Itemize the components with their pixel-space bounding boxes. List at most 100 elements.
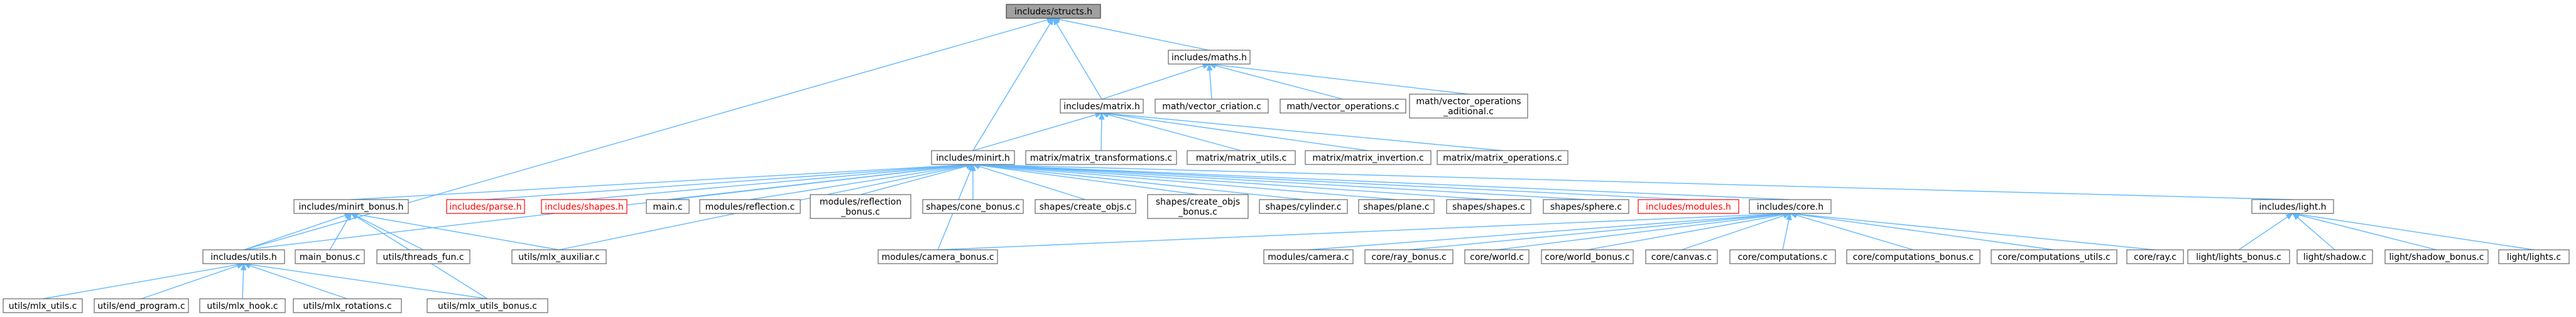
file-node-threads-fun[interactable]: utils/threads_fun.c	[376, 249, 470, 264]
dependency-edge	[1099, 112, 1105, 151]
node-box	[1358, 199, 1435, 214]
file-node-mlx-rotations[interactable]: utils/mlx_rotations.c	[293, 298, 402, 313]
file-node-world[interactable]: core/world.c	[1464, 249, 1530, 264]
node-label: core/world.c	[1470, 252, 1524, 262]
file-node-main[interactable]: main.c	[646, 199, 690, 214]
node-label: modules/camera.c	[1268, 252, 1349, 262]
file-node-mlx-utils[interactable]: utils/mlx_utils.c	[3, 298, 83, 313]
file-node-reflection-bonus[interactable]: modules/reflection_bonus.c	[810, 194, 911, 219]
node-box	[2498, 249, 2570, 264]
dependency-edge	[972, 112, 1103, 151]
node-label: matrix/matrix_operations.c	[1443, 153, 1562, 163]
file-node-mat-trans[interactable]: matrix/matrix_transformations.c	[1025, 150, 1177, 165]
node-label: modules/reflection.c	[705, 202, 795, 212]
node-box	[810, 194, 911, 219]
node-box	[1846, 249, 1981, 264]
node-label: light/shadow_bonus.c	[2389, 252, 2484, 262]
file-node-light-h[interactable]: includes/light.h	[2251, 199, 2334, 214]
node-label: includes/maths.h	[1171, 53, 1247, 63]
file-node-parse[interactable]: includes/parse.h	[446, 199, 525, 214]
node-label: core/canvas.c	[1651, 252, 1712, 262]
file-node-core-h[interactable]: includes/core.h	[1749, 199, 1832, 214]
node-label: shapes/create_objs	[1156, 197, 1240, 207]
file-node-cone-bonus[interactable]: shapes/cone_bonus.c	[922, 199, 1024, 214]
node-box	[1259, 199, 1348, 214]
node-box	[1543, 199, 1629, 214]
file-node-ray[interactable]: core/ray.c	[2126, 249, 2184, 264]
file-node-main-bonus[interactable]: main_bonus.c	[295, 249, 365, 264]
node-box	[1446, 199, 1531, 214]
node-box	[293, 298, 402, 313]
file-node-computations-utils[interactable]: core/computations_utils.c	[1991, 249, 2117, 264]
file-node-mat-ops[interactable]: matrix/matrix_operations.c	[1437, 150, 1568, 165]
node-label: _bonus.c	[1178, 207, 1217, 217]
node-label: core/computations_bonus.c	[1853, 252, 1974, 262]
file-node-create-objs-bonus[interactable]: shapes/create_objs_bonus.c	[1147, 194, 1249, 219]
file-node-vec-criation[interactable]: math/vector_criation.c	[1155, 99, 1269, 114]
file-node-minirt[interactable]: includes/minirt.h	[931, 150, 1015, 165]
node-label: includes/utils.h	[210, 252, 277, 262]
file-node-plane[interactable]: shapes/plane.c	[1358, 199, 1435, 214]
file-node-lights[interactable]: light/lights.c	[2498, 249, 2570, 264]
node-label: includes/modules.h	[1646, 202, 1731, 212]
file-node-world-bonus[interactable]: core/world_bonus.c	[1541, 249, 1634, 264]
node-label: shapes/plane.c	[1363, 202, 1429, 212]
file-node-modules-h[interactable]: includes/modules.h	[1638, 199, 1739, 214]
file-node-mlx-hook[interactable]: utils/mlx_hook.c	[199, 298, 286, 313]
node-label: main_bonus.c	[300, 252, 361, 262]
file-node-reflection[interactable]: modules/reflection.c	[699, 199, 801, 214]
file-node-computations-bonus[interactable]: core/computations_bonus.c	[1846, 249, 1981, 264]
file-node-shapes-c[interactable]: shapes/shapes.c	[1446, 199, 1531, 214]
node-label: includes/shapes.h	[545, 202, 624, 212]
file-node-shapes-h[interactable]: includes/shapes.h	[541, 199, 628, 214]
file-node-mat-inv[interactable]: matrix/matrix_invertion.c	[1305, 150, 1432, 165]
file-node-shadow[interactable]: light/shadow.c	[2296, 249, 2373, 264]
node-box	[202, 249, 285, 264]
file-node-lights-bonus[interactable]: light/lights_bonus.c	[2187, 249, 2290, 264]
file-node-canvas[interactable]: core/canvas.c	[1645, 249, 1718, 264]
dependency-edge	[1207, 63, 1213, 100]
node-label: math/vector_operations.c	[1286, 102, 1399, 112]
file-node-computations[interactable]: core/computations.c	[1729, 249, 1836, 264]
node-box	[922, 199, 1024, 214]
file-node-mlx-aux[interactable]: utils/mlx_auxiliar.c	[511, 249, 607, 264]
file-node-camera-bonus[interactable]: modules/camera_bonus.c	[878, 249, 998, 264]
file-node-ray-bonus[interactable]: core/ray_bonus.c	[1364, 249, 1454, 264]
file-node-minirt-bonus[interactable]: includes/minirt_bonus.h	[293, 199, 409, 214]
node-label: utils/mlx_utils_bonus.c	[438, 301, 537, 311]
file-node-structs[interactable]: includes/structs.h	[1006, 4, 1101, 19]
file-node-vec-ops[interactable]: math/vector_operations.c	[1280, 99, 1406, 114]
node-box	[3, 298, 83, 313]
node-label: utils/mlx_rotations.c	[303, 301, 391, 311]
file-node-matrix[interactable]: includes/matrix.h	[1060, 99, 1144, 114]
node-box	[1006, 4, 1101, 19]
file-node-end-program[interactable]: utils/end_program.c	[94, 298, 189, 313]
node-label: shapes/cylinder.c	[1265, 202, 1341, 212]
file-node-mat-utils[interactable]: matrix/matrix_utils.c	[1187, 150, 1296, 165]
node-label: core/world_bonus.c	[1545, 252, 1629, 262]
node-box	[541, 199, 628, 214]
file-node-cylinder[interactable]: shapes/cylinder.c	[1259, 199, 1348, 214]
node-box	[646, 199, 690, 214]
file-node-sphere[interactable]: shapes/sphere.c	[1543, 199, 1629, 214]
file-node-utils-h[interactable]: includes/utils.h	[202, 249, 285, 264]
node-box	[199, 298, 286, 313]
node-box	[1991, 249, 2117, 264]
file-node-vec-ops-add[interactable]: math/vector_operations_aditional.c	[1409, 94, 1528, 119]
file-node-camera[interactable]: modules/camera.c	[1263, 249, 1354, 264]
node-label: light/lights.c	[2507, 252, 2561, 262]
node-box	[376, 249, 470, 264]
node-label: core/ray.c	[2134, 252, 2177, 262]
file-node-mlx-utils-bonus[interactable]: utils/mlx_utils_bonus.c	[427, 298, 548, 313]
node-box	[1147, 194, 1249, 219]
node-box	[2187, 249, 2290, 264]
file-node-create-objs[interactable]: shapes/create_objs.c	[1035, 199, 1136, 214]
file-node-maths[interactable]: includes/maths.h	[1168, 50, 1251, 65]
node-box	[1437, 150, 1568, 165]
node-box	[1464, 249, 1530, 264]
node-label: light/shadow.c	[2303, 252, 2366, 262]
node-label: light/lights_bonus.c	[2196, 252, 2281, 262]
file-node-shadow-bonus[interactable]: light/shadow_bonus.c	[2384, 249, 2489, 264]
node-box	[427, 298, 548, 313]
node-label: includes/parse.h	[449, 202, 521, 212]
